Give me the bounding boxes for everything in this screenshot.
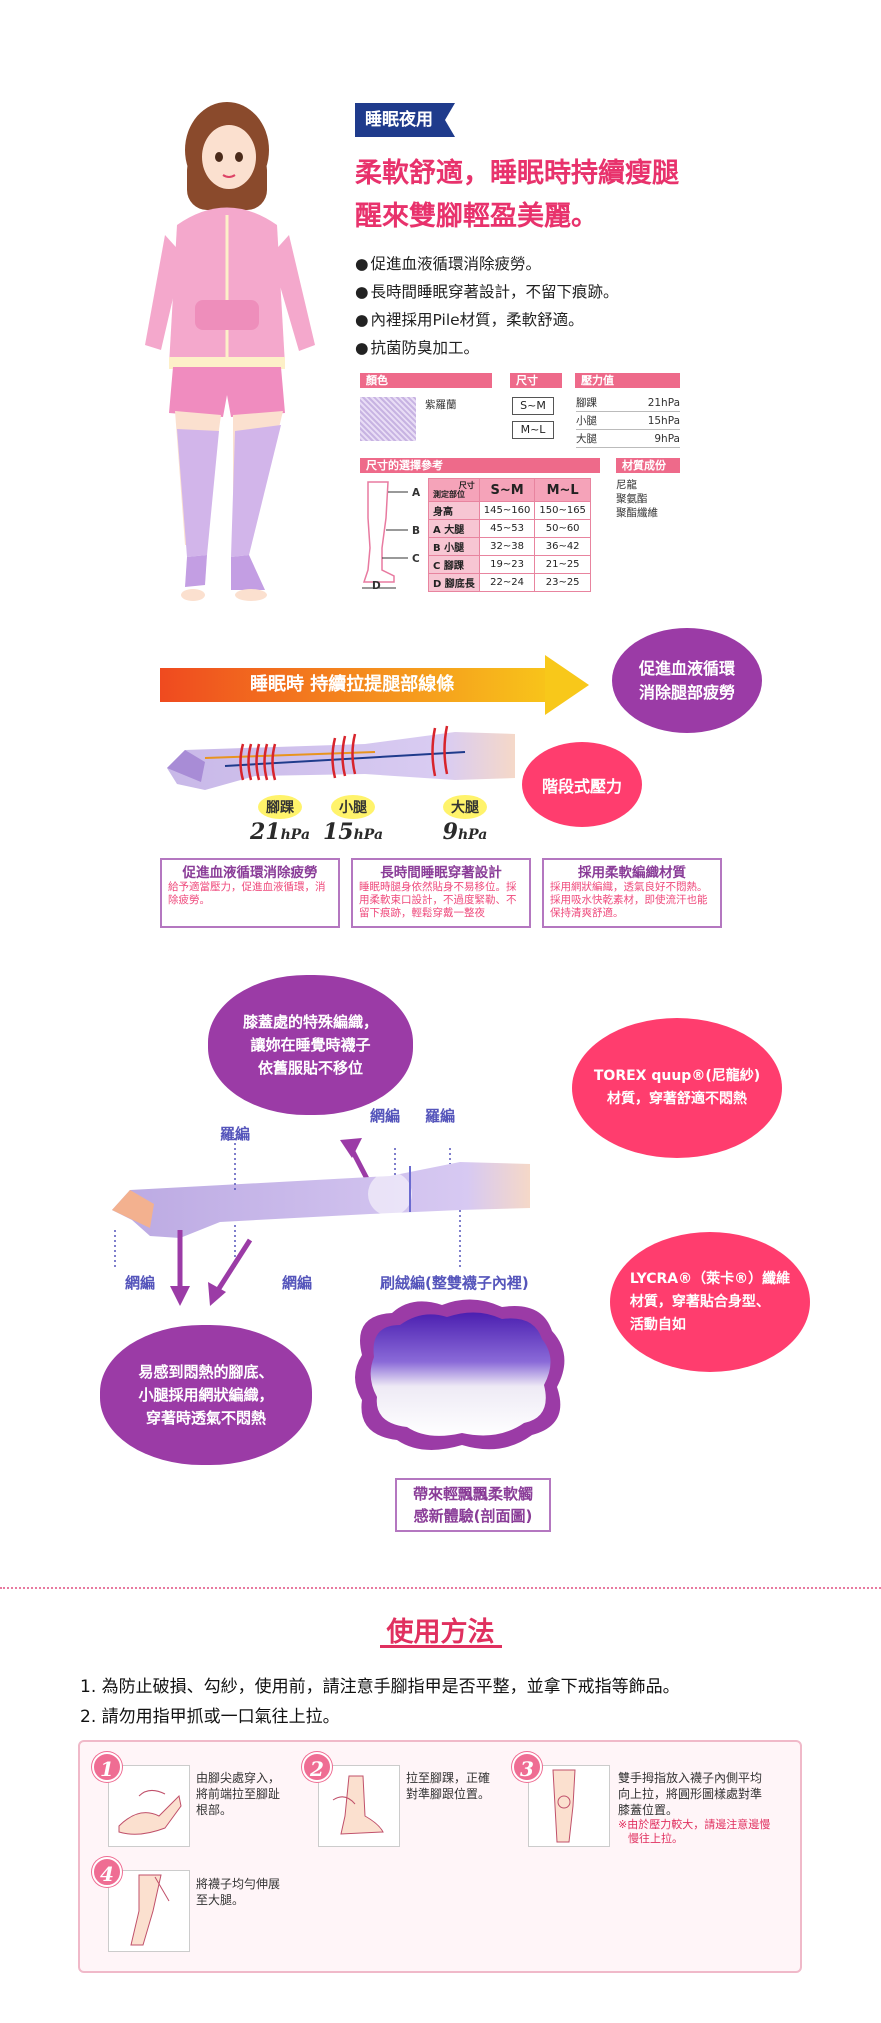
stocking-structure-illustration — [112, 1138, 530, 1306]
leg-icon — [130, 1874, 170, 1946]
benefit-card: 促進血液循環消除疲勞 給予適當壓力，促進血液循環，消除疲勞。 — [160, 858, 340, 928]
feature-list: 促進血液循環消除疲勞。 長時間睡眠穿著設計，不留下痕跡。 內裡採用Pile材質，… — [355, 250, 619, 362]
feature-item: 抗菌防臭加工。 — [355, 334, 619, 362]
headline-line-1: 柔軟舒適，睡眠時持續瘦腿 — [355, 158, 679, 189]
benefit-card: 採用柔軟編織材質 採用網狀編織，透氣良好不悶熱。採用吸水快乾素材，即使流汗也能保… — [542, 858, 722, 928]
step-text: 拉至腳踝，正確對準腳跟位置。 — [406, 1771, 491, 1801]
color-header: 顏色 — [360, 373, 492, 388]
feature-item: 促進血液循環消除疲勞。 — [355, 250, 619, 278]
howto-title: 使用方法 — [386, 1617, 495, 1648]
bubble-graduated-pressure: 階段式壓力 — [522, 742, 642, 827]
bubble-circulation: 促進血液循環消除腿部疲勞 — [612, 628, 762, 733]
step-note: ※由於壓力較大，請邊注意邊慢慢往上拉。 — [618, 1818, 771, 1845]
howto-title-underline — [380, 1645, 502, 1648]
instruction-list: 1. 為防止破損、勾紗，使用前，請注意手腳指甲是否平整，並拿下戒指等飾品。 2.… — [80, 1672, 680, 1732]
leg-mark-a: A — [412, 487, 421, 499]
section-divider — [0, 1587, 881, 1589]
knee-icon — [552, 1769, 576, 1843]
pressure-label-thigh: 大腿 9hPa — [430, 795, 500, 845]
label-mesh-top: 網編 — [370, 1107, 401, 1125]
size-header: 尺寸 — [510, 373, 562, 388]
cross-section-caption: 帶來輕飄飄柔軟觸 感新體驗(剖面圖) — [395, 1478, 551, 1532]
step-image — [318, 1765, 400, 1847]
foot-icon — [118, 1790, 182, 1835]
pressure-label-ankle: 腳踝 21hPa — [245, 795, 315, 845]
pressure-label-calf: 小腿 15hPa — [318, 795, 388, 845]
label-rib-1: 羅編 — [220, 1125, 251, 1143]
ankle-icon — [332, 1775, 384, 1835]
benefit-card: 長時間睡眠穿著設計 睡眠時腿身依然貼身不易移位。採用柔軟束口設計，不過度緊勒、不… — [351, 858, 531, 928]
instruction-item: 2. 請勿用指甲抓或一口氣往上拉。 — [80, 1707, 340, 1727]
arrow-banner — [160, 668, 560, 702]
size-option: S~M — [512, 397, 554, 415]
label-rib-2: 羅編 — [425, 1107, 456, 1125]
model-illustration — [145, 102, 315, 601]
color-name: 紫羅蘭 — [425, 399, 457, 411]
cloud-foot-mesh: 易感到悶熱的腳底、小腿採用網狀編織，穿著時透氣不悶熱 — [100, 1325, 312, 1465]
material-header: 材質成份 — [616, 458, 680, 473]
feature-item: 長時間睡眠穿著設計，不留下痕跡。 — [355, 278, 619, 306]
bubble-torex: TOREX quup®(尼龍紗)材質，穿著舒適不悶熱 — [572, 1018, 782, 1158]
color-swatch — [360, 397, 416, 441]
size-option: M~L — [512, 421, 554, 439]
feature-item: 內裡採用Pile材質，柔軟舒適。 — [355, 306, 619, 334]
pile-cross-section — [355, 1299, 565, 1450]
table-header-row: 尺寸測定部位 S~M M~L — [428, 478, 591, 502]
step-number: 2 — [302, 1752, 332, 1782]
arrow-banner-text: 睡眠時 持續拉提腿部線條 — [250, 674, 455, 695]
material-item: 聚氨酯 — [616, 493, 648, 505]
pressure-header: 壓力值 — [575, 373, 680, 388]
cloud-knee-knit: 膝蓋處的特殊編織，讓妳在睡覺時襪子依舊服貼不移位 — [208, 975, 413, 1115]
label-mesh-mid: 網編 — [282, 1274, 313, 1292]
steps-panel — [78, 1740, 802, 1973]
material-list: 尼龍 聚氨酯 聚酯纖維 — [616, 478, 658, 520]
step-number: 4 — [92, 1857, 122, 1887]
step-text: 雙手拇指放入襪子內側平均向上拉，將圓形圖樣處對準膝蓋位置。 ※由於壓力較大，請邊… — [618, 1771, 771, 1845]
headline-line-2: 醒來雙腳輕盈美麗。 — [355, 201, 598, 232]
size-reference-header: 尺寸的選擇參考 — [360, 458, 600, 473]
step-image — [528, 1765, 610, 1847]
step-text: 由腳尖處穿入，將前端拉至腳趾根部。 — [196, 1771, 281, 1817]
label-pile: 刷絨編(整雙襪子內裡) — [380, 1274, 529, 1292]
stocking-pressure-illustration — [167, 725, 515, 790]
step-text: 將襪子均勻伸展至大腿。 — [196, 1877, 281, 1907]
step-number: 1 — [92, 1752, 122, 1782]
step-image — [108, 1870, 190, 1952]
leg-mark-c: C — [412, 553, 420, 565]
usage-tag: 睡眠夜用 — [355, 103, 455, 137]
instruction-item: 1. 為防止破損、勾紗，使用前，請注意手腳指甲是否平整，並拿下戒指等飾品。 — [80, 1677, 680, 1697]
material-item: 聚酯纖維 — [616, 507, 658, 519]
step-number: 3 — [512, 1752, 542, 1782]
bubble-lycra: LYCRA®（萊卡®）纖維材質，穿著貼合身型、活動自如 — [610, 1232, 810, 1372]
headline: 柔軟舒適，睡眠時持續瘦腿 醒來雙腳輕盈美麗。 — [355, 152, 679, 238]
material-item: 尼龍 — [616, 479, 637, 491]
arrow-head — [545, 655, 589, 715]
step-image — [108, 1765, 190, 1847]
leg-mark-d: D — [372, 580, 381, 592]
leg-mark-b: B — [412, 525, 421, 537]
leg-measure-diagram — [362, 481, 408, 589]
label-mesh-left: 網編 — [125, 1274, 156, 1292]
